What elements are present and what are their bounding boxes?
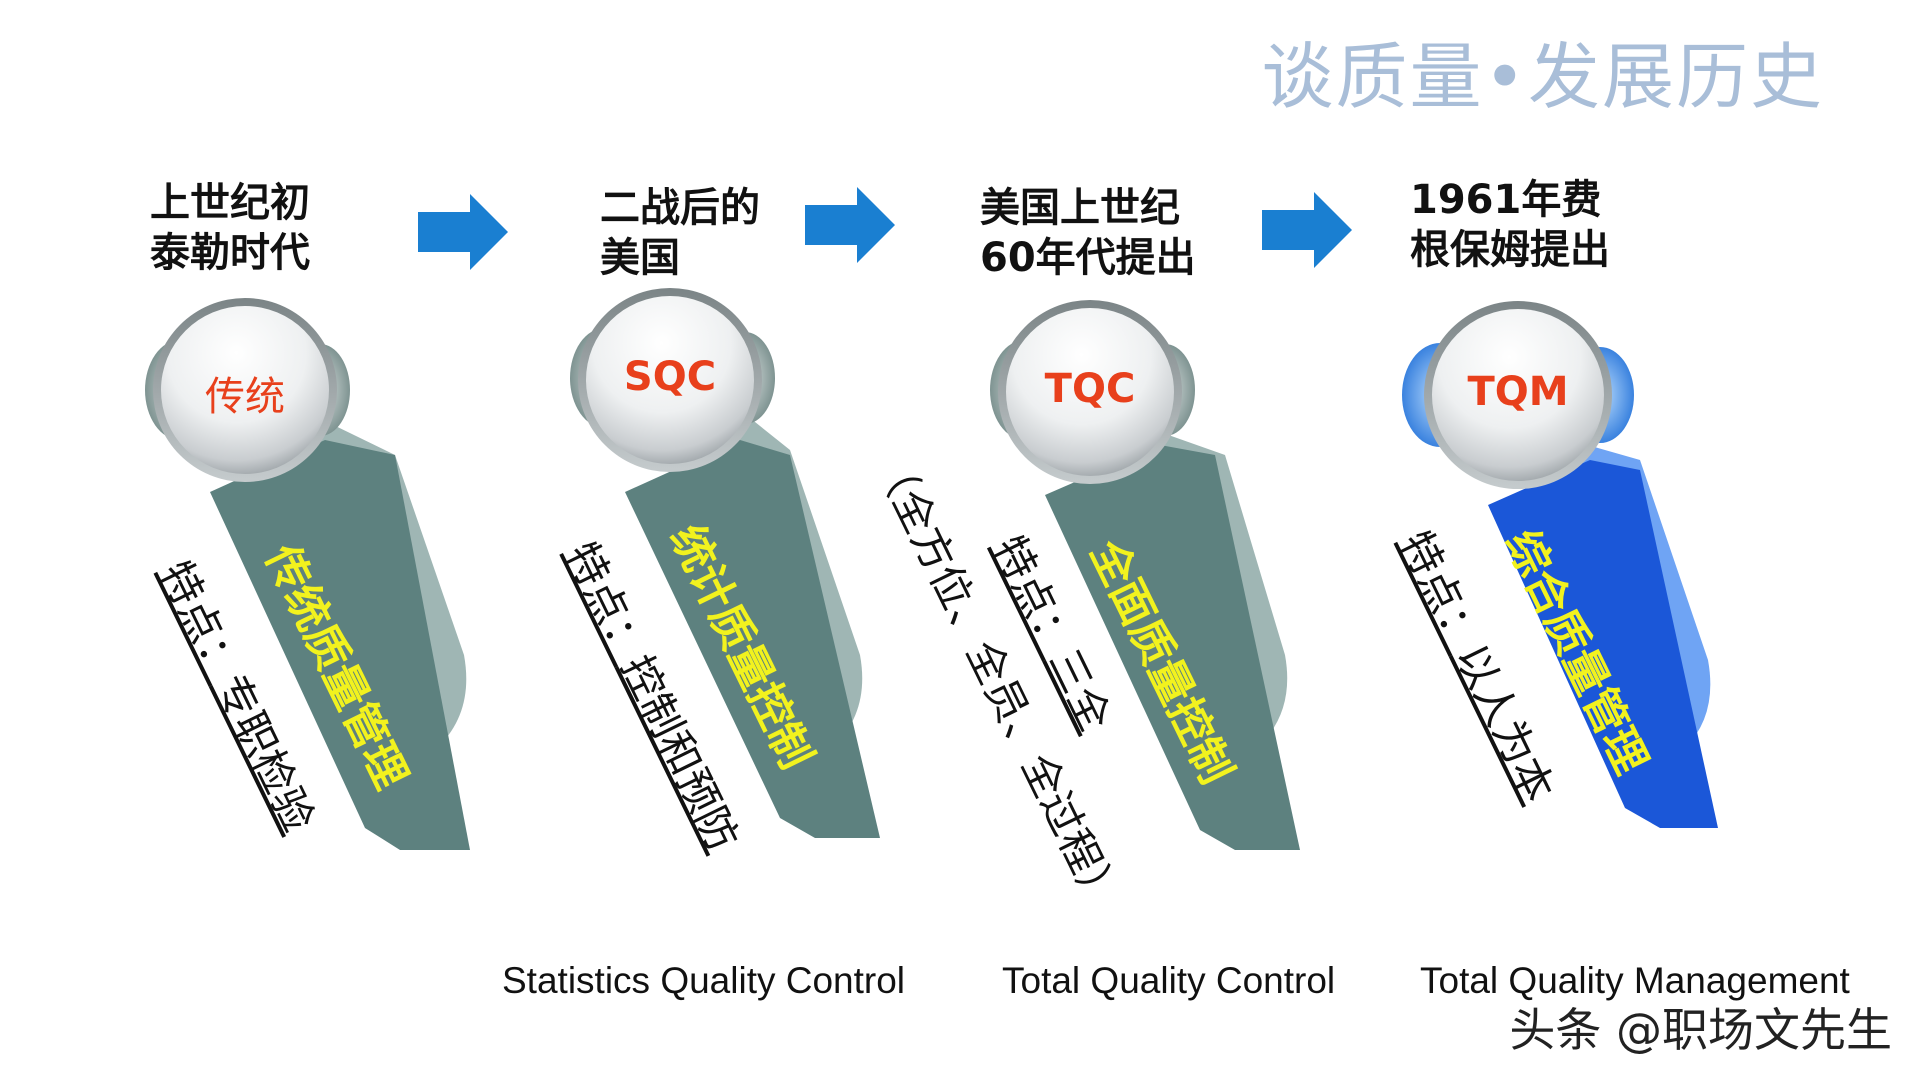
- page-title: 谈质量•发展历史: [1261, 35, 1824, 119]
- stage-1-blade: [210, 400, 470, 850]
- stage-1-knob: [145, 298, 350, 482]
- arrow-right-icon: [805, 187, 895, 263]
- stage-4-abbr: TQM: [1467, 369, 1569, 415]
- stage-2-blade: [625, 378, 880, 838]
- stage-4-knob: [1402, 301, 1634, 489]
- stage-1-era: 上世纪初泰勒时代: [150, 180, 310, 276]
- watermark: 头条 @职场文先生: [1509, 1003, 1892, 1057]
- stage-4-blade: [1488, 440, 1718, 828]
- stage-3-english: Total Quality Control: [1002, 960, 1336, 1001]
- stage-2-knob: [570, 288, 775, 472]
- stage-3-blade: [1045, 425, 1300, 850]
- arrow-right-icon: [1262, 192, 1352, 268]
- arrow-right-icon: [418, 194, 508, 270]
- stage-4-era: 1961年费根保姆提出: [1410, 177, 1610, 273]
- stage-2-era: 二战后的美国: [600, 185, 760, 281]
- stage-2-abbr: SQC: [623, 354, 717, 400]
- stage-3-knob: [990, 300, 1195, 484]
- stage-4-english: Total Quality Management: [1420, 960, 1850, 1001]
- stage-3-abbr: TQC: [1044, 366, 1136, 412]
- stage-2-english: Statistics Quality Control: [502, 960, 906, 1001]
- stage-1-abbr: 传统: [205, 374, 285, 420]
